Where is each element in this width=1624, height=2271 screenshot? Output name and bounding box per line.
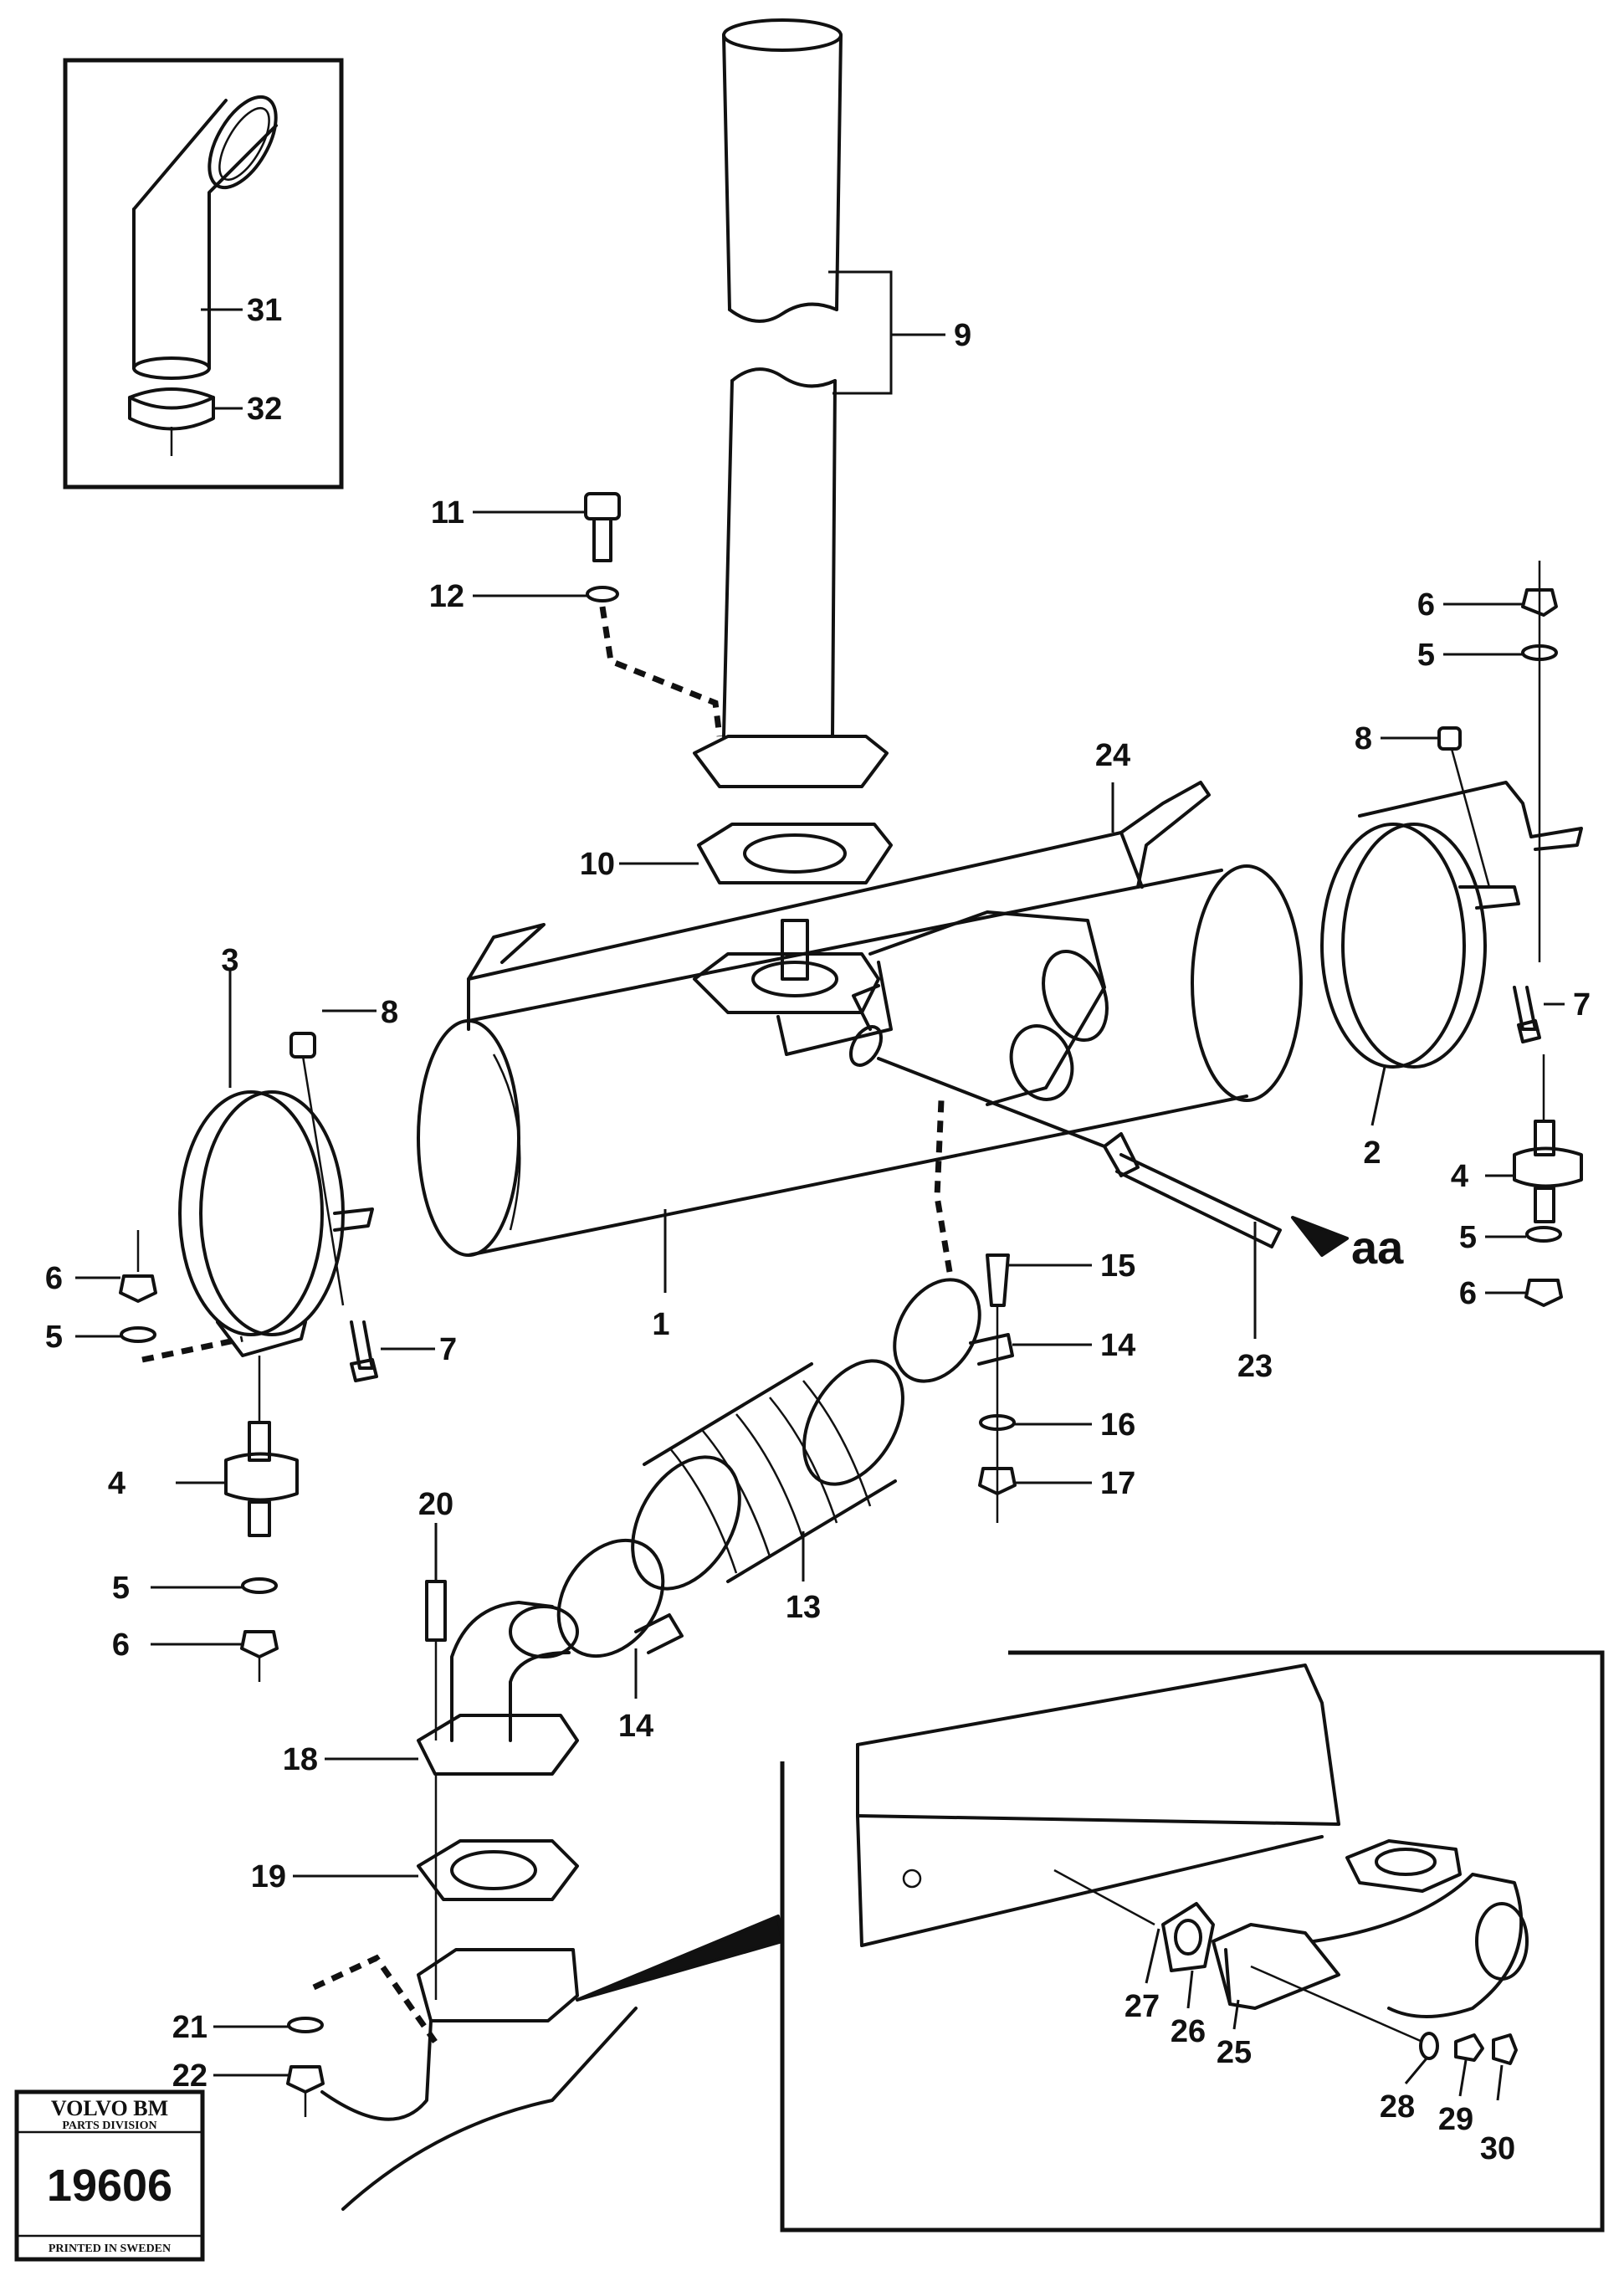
part-labels: 1 2 3 4 4 5 5 5 5 6 6 6 6 7 7 8 8 9 10 1… (45, 293, 1591, 2166)
label-part-6-lower: 6 (112, 1628, 130, 1663)
label-part-27: 27 (1125, 1989, 1160, 2024)
manifold-flange-block (213, 1915, 784, 2211)
label-part-6-left: 6 (45, 1261, 63, 1296)
label-part-25: 25 (1217, 2035, 1252, 2070)
stamp-number: 19606 (47, 2161, 172, 2211)
label-part-8-left: 8 (381, 995, 398, 1030)
label-part-15: 15 (1100, 1248, 1135, 1284)
label-connection-aa: aa (1351, 1221, 1404, 1274)
right-mount-4 (1485, 1054, 1583, 1307)
right-clamp-2 (1320, 561, 1583, 1126)
label-part-5-lower: 5 (112, 1571, 130, 1606)
label-part-10: 10 (580, 847, 615, 882)
label-part-13: 13 (786, 1590, 821, 1625)
stamp-division: PARTS DIVISION (62, 2120, 156, 2132)
label-part-20: 20 (418, 1487, 453, 1522)
manifold-elbow-18 (293, 1523, 579, 2000)
label-part-17: 17 (1100, 1466, 1135, 1501)
label-part-23: 23 (1237, 1349, 1273, 1384)
left-mount-4 (75, 1230, 299, 1682)
label-part-9: 9 (954, 318, 971, 353)
stamp-origin: PRINTED IN SWEDEN (49, 2243, 171, 2255)
label-part-31: 31 (247, 293, 282, 328)
label-part-14-lower: 14 (618, 1709, 653, 1744)
label-part-29: 29 (1438, 2102, 1473, 2137)
label-part-5-topright: 5 (1417, 638, 1435, 673)
exhaust-pipe (693, 18, 945, 788)
label-part-24: 24 (1095, 738, 1130, 773)
label-part-5-right: 5 (1459, 1220, 1477, 1255)
label-part-32: 32 (247, 392, 282, 427)
label-part-8-right: 8 (1355, 721, 1372, 756)
stamp-brand: VOLVO BM (51, 2096, 168, 2120)
label-part-19: 19 (251, 1859, 286, 1894)
label-part-1: 1 (652, 1307, 669, 1342)
label-part-3: 3 (221, 943, 238, 978)
label-part-14-right: 14 (1100, 1328, 1135, 1363)
label-part-7-left: 7 (439, 1332, 457, 1367)
heat-shield-24 (467, 781, 1211, 1031)
label-part-12: 12 (429, 579, 464, 614)
inset-engine-manifold (780, 1650, 1605, 2233)
label-part-18: 18 (283, 1742, 318, 1777)
muffler-body (417, 864, 1303, 1293)
label-part-2: 2 (1363, 1136, 1381, 1171)
label-part-28: 28 (1380, 2089, 1415, 2125)
label-part-6-right: 6 (1459, 1276, 1477, 1311)
label-part-7-right: 7 (1573, 987, 1591, 1023)
drain-pipe-23 (877, 1057, 1349, 1339)
label-part-22: 22 (172, 2058, 207, 2094)
label-part-21: 21 (172, 2010, 207, 2045)
bolt-11 (473, 492, 723, 737)
label-part-4-left: 4 (108, 1466, 126, 1501)
label-part-6-topright: 6 (1417, 587, 1435, 623)
left-clamp-3 (178, 971, 435, 1382)
inset-rain-cap (63, 58, 344, 490)
label-part-30: 30 (1480, 2131, 1515, 2166)
label-part-5-left: 5 (45, 1320, 63, 1355)
label-part-11: 11 (431, 495, 464, 531)
flex-bellows-13 (556, 1100, 1092, 1699)
volvo-bm-stamp: VOLVO BM PARTS DIVISION 19606 PRINTED IN… (14, 2089, 205, 2262)
label-part-26: 26 (1171, 2014, 1206, 2049)
label-part-16: 16 (1100, 1407, 1135, 1443)
label-part-4-right: 4 (1451, 1159, 1468, 1194)
gasket-10 (619, 823, 893, 884)
